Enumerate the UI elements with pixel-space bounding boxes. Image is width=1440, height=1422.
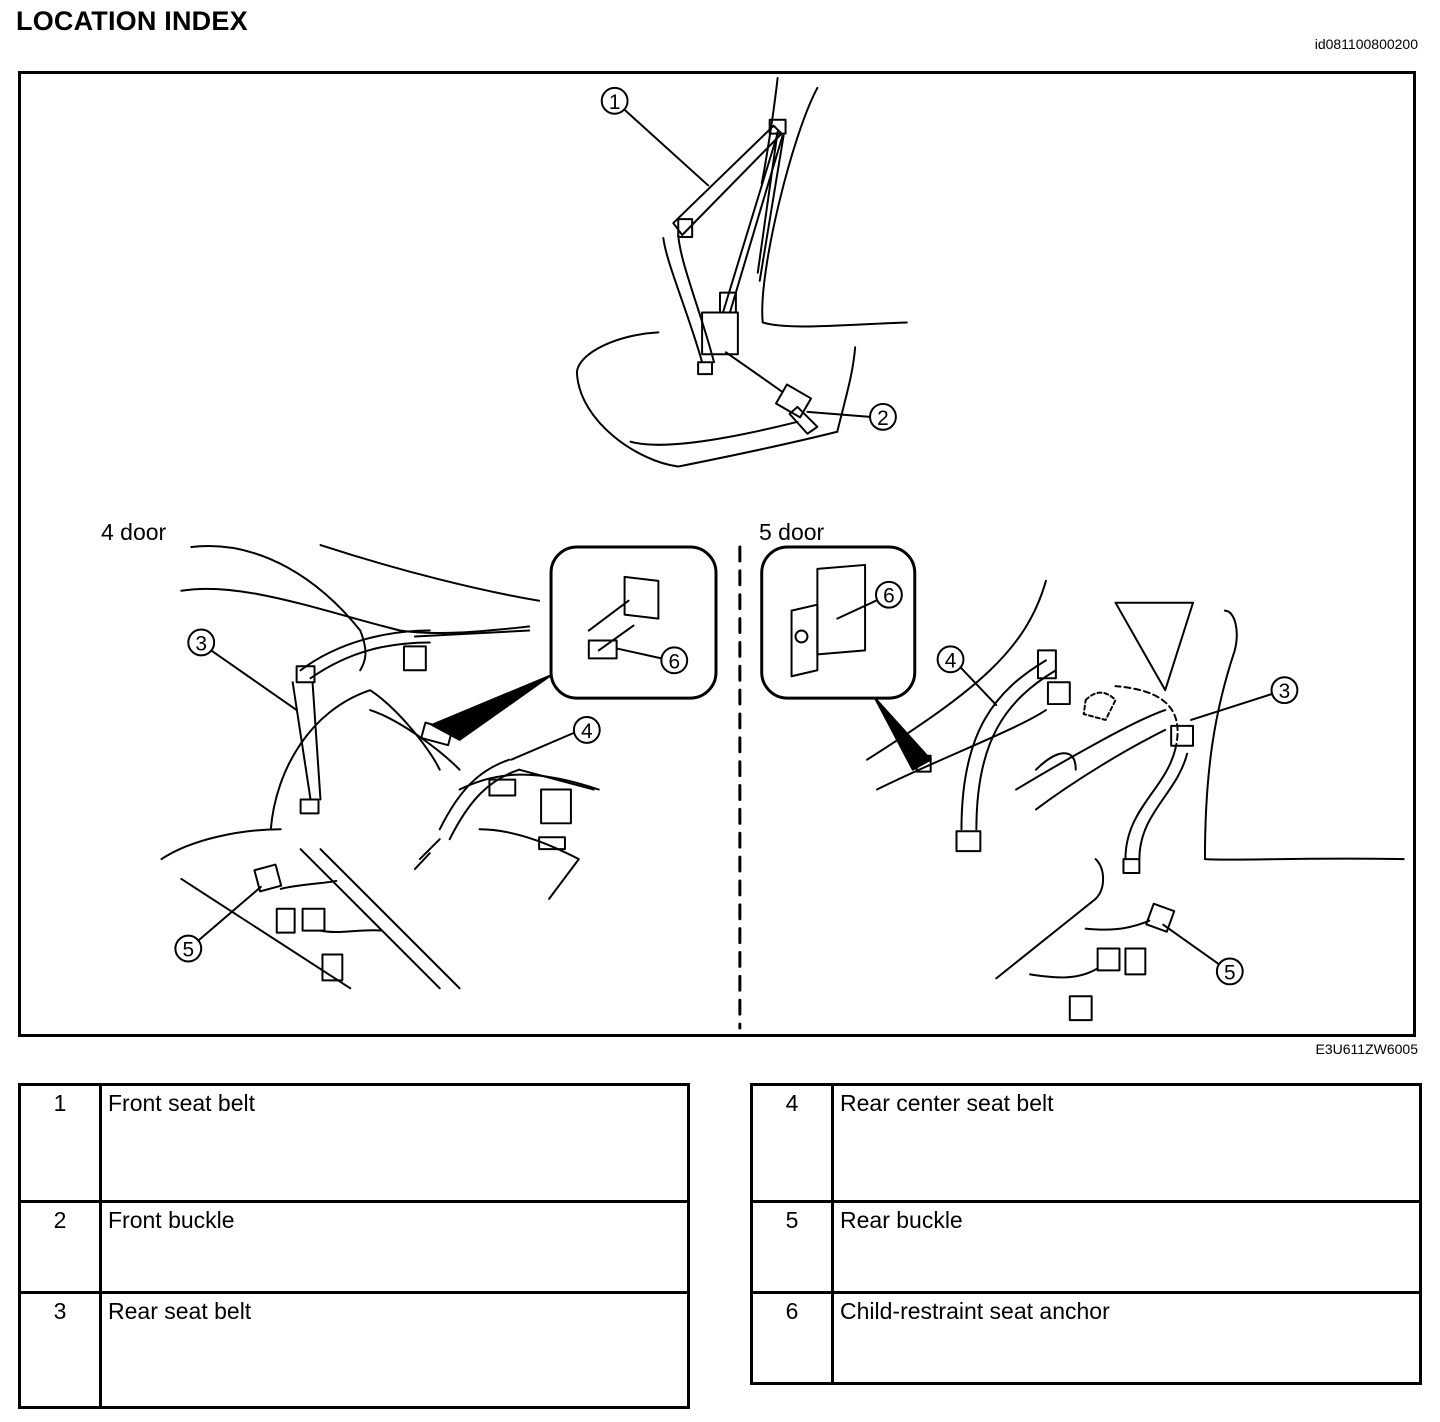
document-id: id081100800200: [1314, 36, 1418, 52]
svg-text:4: 4: [581, 720, 593, 743]
four-door-label: 4 door: [101, 519, 167, 545]
svg-text:3: 3: [1279, 680, 1291, 703]
five-door-rear-center-belt-drawing: [955, 649, 1071, 853]
legend-name: Front seat belt: [99, 1083, 690, 1203]
legend-table-right: 4 Rear center seat belt 5 Rear buckle 6 …: [750, 1083, 1422, 1385]
callout-6-right: 6: [836, 580, 903, 620]
callout-6-left: 6: [615, 646, 689, 675]
legend-name: Child-restraint seat anchor: [831, 1291, 1422, 1385]
legend-number: 6: [750, 1291, 834, 1385]
legend-name: Front buckle: [99, 1200, 690, 1294]
legend-number: 5: [750, 1200, 834, 1294]
callout-5-right: 5: [1162, 923, 1244, 986]
four-door-seat-drawing: [160, 544, 600, 990]
five-door-rear-buckles-drawing: [1029, 902, 1176, 1022]
callout-2: 2: [806, 402, 897, 431]
legend-row: 6 Child-restraint seat anchor: [750, 1291, 1422, 1385]
legend-number: 4: [750, 1083, 834, 1203]
legend-table-left: 1 Front seat belt 2 Front buckle 3 Rear …: [18, 1083, 690, 1409]
svg-text:2: 2: [877, 407, 889, 430]
callout-5-left: 5: [174, 885, 262, 963]
legend-number: 2: [18, 1200, 102, 1294]
four-door-rear-center-belt-drawing: [413, 758, 595, 871]
svg-text:3: 3: [195, 632, 207, 655]
figure-code: E3U611ZW6005: [1315, 1041, 1418, 1057]
five-door-rear-seat-belt-drawing: [1082, 685, 1195, 874]
svg-text:4: 4: [945, 649, 957, 672]
legend-row: 2 Front buckle: [18, 1200, 690, 1294]
legend-row: 4 Rear center seat belt: [750, 1083, 1422, 1203]
callout-4-right: 4: [936, 645, 998, 707]
svg-text:1: 1: [609, 91, 621, 114]
front-buckle-drawing: [724, 351, 819, 435]
svg-text:6: 6: [668, 650, 680, 673]
callout-1: 1: [600, 86, 710, 187]
five-door-anchor-inset: [760, 545, 932, 773]
legend-name: Rear buckle: [831, 1200, 1422, 1294]
seat-belt-illustration: 1 2: [160, 76, 1405, 1030]
svg-text:5: 5: [182, 938, 194, 961]
legend-row: 3 Rear seat belt: [18, 1291, 690, 1409]
legend-name: Rear seat belt: [99, 1291, 690, 1409]
front-seat-drawing: [575, 76, 908, 468]
legend-row: 1 Front seat belt: [18, 1083, 690, 1203]
svg-text:6: 6: [883, 585, 895, 608]
callout-3-right: 3: [1190, 676, 1299, 721]
legend-name: Rear center seat belt: [831, 1083, 1422, 1203]
callout-4-left: 4: [510, 715, 601, 761]
legend-number: 1: [18, 1083, 102, 1203]
four-door-rear-buckles-drawing: [253, 863, 384, 982]
page-title: LOCATION INDEX: [16, 6, 248, 36]
svg-text:5: 5: [1224, 961, 1236, 984]
four-door-anchor-inset: [420, 545, 718, 747]
location-diagram: 1 2: [18, 71, 1416, 1037]
five-door-label: 5 door: [759, 519, 825, 545]
legend-row: 5 Rear buckle: [750, 1200, 1422, 1294]
four-door-rear-seat-belt-drawing: [291, 629, 531, 815]
legend-number: 3: [18, 1291, 102, 1409]
front-seat-belt-drawing: [662, 118, 787, 376]
callout-3-left: 3: [187, 628, 298, 712]
five-door-seat-drawing: [866, 579, 1405, 980]
